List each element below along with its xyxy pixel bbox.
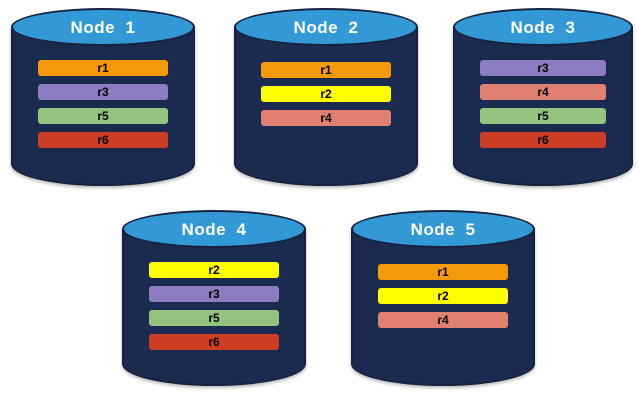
shard-list: r1 r3 r5 r6 (11, 60, 195, 148)
cylinder-top-ellipse (453, 8, 633, 46)
shard-r1[interactable]: r1 (378, 264, 508, 280)
node-label: Node 5 (410, 220, 476, 239)
shard-r2[interactable]: r2 (378, 288, 508, 304)
node-3[interactable]: Node 3 r3 r4 r5 r6 (453, 8, 633, 186)
node-label: Node 1 (70, 18, 136, 37)
node-2[interactable]: Node 2 r1 r2 r4 (234, 8, 418, 186)
shard-r3[interactable]: r3 (38, 84, 168, 100)
cylinder-body (122, 228, 306, 386)
cylinder-top-ellipse (11, 8, 195, 46)
node-4[interactable]: Node 4 r2 r3 r5 r6 (122, 210, 306, 386)
shard-r1[interactable]: r1 (261, 62, 391, 78)
cylinder-top-ellipse (122, 210, 306, 248)
shard-list: r2 r3 r5 r6 (122, 262, 306, 350)
shard-r4[interactable]: r4 (480, 84, 606, 100)
shard-list: r3 r4 r5 r6 (453, 60, 633, 148)
shard-r4[interactable]: r4 (378, 312, 508, 328)
shard-r6[interactable]: r6 (480, 132, 606, 148)
cylinder-top-ellipse (351, 210, 535, 248)
shard-r3[interactable]: r3 (149, 286, 279, 302)
shard-r3[interactable]: r3 (480, 60, 606, 76)
node-label: Node 3 (510, 18, 576, 37)
shard-list: r1 r2 r4 (351, 264, 535, 328)
shard-r6[interactable]: r6 (38, 132, 168, 148)
node-label: Node 4 (181, 220, 247, 239)
shard-r5[interactable]: r5 (480, 108, 606, 124)
node-1[interactable]: Node 1 r1 r3 r5 r6 (11, 8, 195, 186)
cylinder-body (453, 26, 633, 186)
shard-r2[interactable]: r2 (261, 86, 391, 102)
shard-list: r1 r2 r4 (234, 62, 418, 126)
node-label: Node 2 (293, 18, 359, 37)
shard-r5[interactable]: r5 (38, 108, 168, 124)
shard-r1[interactable]: r1 (38, 60, 168, 76)
shard-r4[interactable]: r4 (261, 110, 391, 126)
shard-r6[interactable]: r6 (149, 334, 279, 350)
shard-r5[interactable]: r5 (149, 310, 279, 326)
node-5[interactable]: Node 5 r1 r2 r4 (351, 210, 535, 386)
shard-r2[interactable]: r2 (149, 262, 279, 278)
cylinder-top-ellipse (234, 8, 418, 46)
cylinder-body (234, 26, 418, 186)
